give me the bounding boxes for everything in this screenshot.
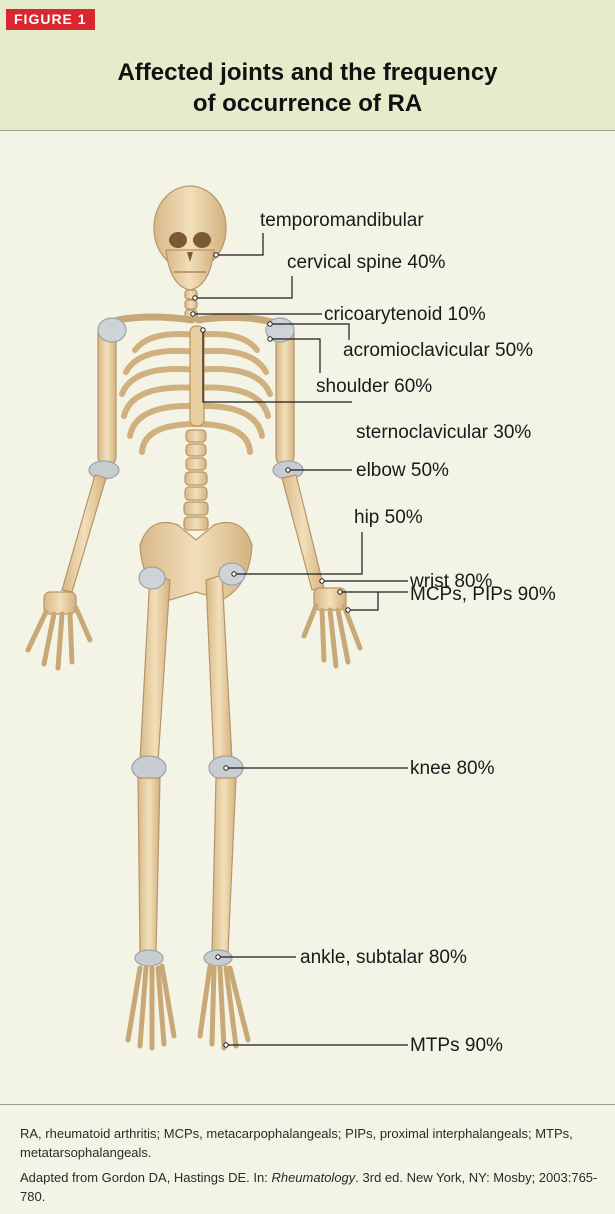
- footer-divider: [0, 1104, 615, 1105]
- leader-cervical-spine: [195, 276, 292, 298]
- label-acromioclavicular: acromioclavicular 50%: [343, 340, 533, 361]
- skull: [154, 186, 226, 290]
- foot-left: [128, 966, 174, 1048]
- tibia-left: [138, 778, 160, 952]
- hand-left: [28, 592, 90, 668]
- humerus-left: [98, 325, 116, 465]
- label-cricoarytenoid: cricoarytenoid 10%: [324, 304, 486, 325]
- forearm-left: [62, 475, 106, 592]
- foot-right: [200, 966, 248, 1048]
- clavicle-right: [198, 317, 272, 322]
- label-mtps: MTPs 90%: [410, 1035, 503, 1056]
- label-knee: knee 80%: [410, 758, 495, 779]
- label-elbow: elbow 50%: [356, 460, 449, 481]
- label-cervical-spine: cervical spine 40%: [287, 252, 446, 273]
- sternum: [190, 326, 204, 426]
- label-ankle-subtalar: ankle, subtalar 80%: [300, 947, 467, 968]
- forearm-right: [282, 475, 324, 590]
- hand-right: [304, 588, 360, 666]
- label-mcps-pips: MCPs, PIPs 90%: [410, 584, 556, 605]
- humerus-right: [276, 325, 294, 465]
- label-temporomandibular: temporomandibular: [260, 210, 424, 231]
- femur-left: [140, 575, 170, 762]
- abbreviations-note: RA, rheumatoid arthritis; MCPs, metacarp…: [20, 1124, 605, 1162]
- femur-right: [206, 575, 232, 762]
- figure-title: Affected joints and the frequency of occ…: [0, 57, 615, 119]
- label-shoulder: shoulder 60%: [316, 376, 432, 397]
- tibia-right: [212, 778, 236, 952]
- figure-footnote: RA, rheumatoid arthritis; MCPs, metacarp…: [20, 1124, 605, 1212]
- leader-pips: [348, 592, 378, 610]
- label-sternoclavicular: sternoclavicular 30%: [356, 422, 531, 443]
- figure-tag: FIGURE 1: [6, 9, 95, 30]
- skeleton-diagram: temporomandibular cervical spine 40% cri…: [0, 131, 615, 1100]
- title-line-2: of occurrence of RA: [0, 88, 615, 119]
- title-line-1: Affected joints and the frequency: [0, 57, 615, 88]
- figure-header: FIGURE 1 Affected joints and the frequen…: [0, 0, 615, 131]
- source-citation: Adapted from Gordon DA, Hastings DE. In:…: [20, 1168, 605, 1206]
- lumbar-spine: [184, 430, 208, 530]
- source-prefix: Adapted from Gordon DA, Hastings DE. In:: [20, 1170, 271, 1185]
- source-title: Rheumatology: [271, 1170, 355, 1185]
- label-hip: hip 50%: [354, 507, 423, 528]
- clavicle-left: [118, 317, 192, 320]
